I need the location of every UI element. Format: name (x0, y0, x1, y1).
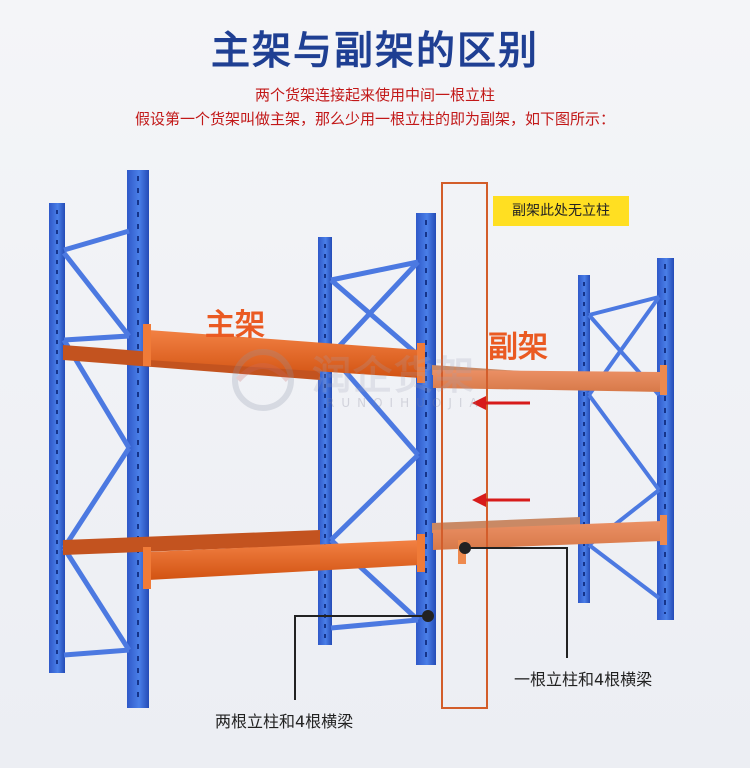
bracing-right-frame (587, 295, 661, 600)
label-sub-rack: 副架 (488, 330, 548, 365)
arrow-upper (472, 396, 530, 410)
page-title: 主架与副架的区别 (210, 29, 539, 74)
leader-left (294, 610, 434, 700)
note-one-upright: 一根立柱和4根横梁 (514, 670, 653, 689)
subtitle-line-1: 两个货架连接起来使用中间一根立柱 (254, 86, 495, 104)
arrow-lower (472, 493, 530, 507)
note-two-uprights: 两根立柱和4根横梁 (215, 712, 354, 731)
upright-left-back (49, 203, 65, 673)
label-main-rack: 主架 (205, 308, 265, 343)
beam-main-upper-front (143, 324, 425, 383)
upright-right-front (657, 258, 674, 620)
beam-main-lower-front (143, 534, 425, 589)
leader-right (459, 542, 568, 658)
bracing-left-frame (61, 228, 132, 658)
upright-right-back (578, 275, 590, 603)
callout-no-upright: 副架此处无立柱 (493, 196, 629, 226)
upright-left-front (127, 170, 149, 708)
watermark-cn: 润企货架 (312, 354, 477, 399)
beam-sub-upper-front (433, 365, 667, 395)
watermark-en: RUNQIHUOJIA (326, 396, 485, 410)
no-upright-highlight-box (441, 182, 488, 709)
upright-middle-front (416, 213, 436, 665)
upright-middle-back (318, 237, 332, 645)
watermark-logo (232, 349, 294, 411)
beam-main-lower-back (63, 530, 320, 555)
bracing-middle-frame (329, 259, 420, 631)
subtitle-line-2: 假设第一个货架叫做主架，那么少用一根立柱的即为副架，如下图所示： (134, 110, 615, 128)
